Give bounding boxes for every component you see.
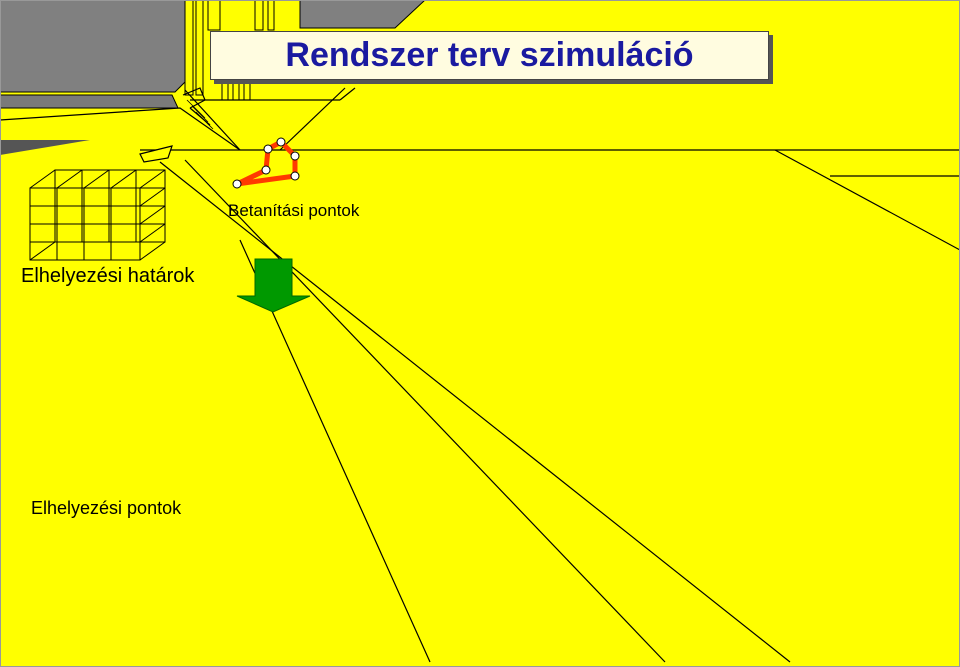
slide-title: Rendszer terv szimuláció bbox=[285, 36, 694, 74]
stair-details bbox=[186, 99, 214, 130]
placement-bounds-label: Elhelyezési határok bbox=[21, 265, 195, 287]
left-ledge bbox=[0, 94, 179, 109]
training-point bbox=[290, 151, 300, 161]
placement-points-label: Elhelyezési pontok bbox=[31, 498, 182, 518]
training-points-label: Betanítási pontok bbox=[228, 201, 360, 220]
grid-cage-icon bbox=[29, 169, 166, 261]
training-path bbox=[232, 137, 300, 189]
top-wall bbox=[299, 0, 426, 29]
window-frame bbox=[184, 0, 275, 101]
left-wall bbox=[0, 0, 186, 93]
training-point bbox=[290, 171, 300, 181]
training-point bbox=[261, 165, 271, 175]
training-point bbox=[232, 179, 242, 189]
floor-lines bbox=[0, 87, 960, 663]
training-point-markers bbox=[232, 137, 300, 189]
training-point bbox=[263, 144, 273, 154]
training-point bbox=[276, 137, 286, 147]
floor-shadow bbox=[0, 140, 90, 155]
title-box: Rendszer terv szimuláció bbox=[210, 31, 769, 80]
down-arrow-icon bbox=[236, 258, 311, 313]
